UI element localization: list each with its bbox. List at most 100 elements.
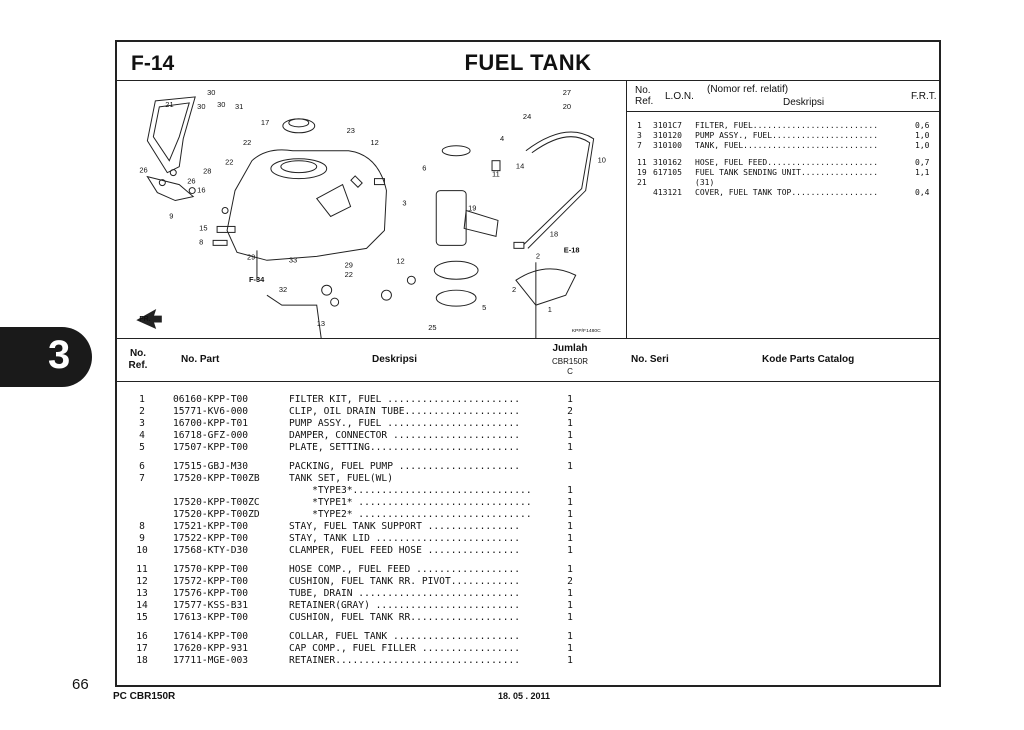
- part-number: 17507-KPP-T00: [173, 442, 249, 453]
- ref-number: 11: [136, 564, 148, 575]
- labor-time-table: No. Ref. L.O.N. (Nomor ref. relatif) Des…: [627, 80, 939, 338]
- fuel-tank-top-cover-shape: [146, 96, 196, 174]
- labor-description: HOSE, FUEL FEED.......................: [695, 158, 879, 167]
- labor-description: FILTER, FUEL..........................: [695, 121, 879, 130]
- lon-code: 413121: [653, 188, 682, 197]
- part-number: 06160-KPP-T00: [173, 394, 249, 405]
- lon-code: 310100: [653, 141, 682, 150]
- header-deskripsi: Deskripsi: [783, 97, 825, 108]
- page-number: 66: [72, 676, 89, 693]
- part-quantity: 2: [567, 576, 573, 587]
- parts-table-row: 17520-KPP-T00ZD *TYPE2* ................…: [117, 509, 939, 521]
- labor-time-header: No. Ref. L.O.N. (Nomor ref. relatif) Des…: [627, 81, 939, 112]
- part-quantity: 1: [567, 485, 573, 496]
- part-quantity: 1: [567, 521, 573, 532]
- part-number: 17577-KSS-B31: [173, 600, 249, 611]
- callout-label: 10: [598, 156, 606, 165]
- callout-label: 15: [199, 223, 207, 232]
- ref-number: 2: [139, 406, 145, 417]
- frt-value: 1,0: [915, 141, 930, 150]
- ref-number: 5: [139, 442, 145, 453]
- part-quantity: 1: [567, 461, 573, 472]
- fuel-tank-drawing: 30 21 30 30 31 17 23 12 27 20 24 22 6 4 …: [136, 88, 606, 338]
- part-description: RETAINER................................: [289, 655, 521, 666]
- fuel-tank-body-shape: [226, 149, 387, 261]
- callout-label: 30: [217, 100, 225, 109]
- part-number: 15771-KV6-000: [173, 406, 249, 417]
- callout-label: 20: [563, 102, 571, 111]
- header-no-ref: No. Ref.: [128, 348, 148, 371]
- part-description: *TYPE2* ..............................: [289, 509, 532, 520]
- parts-table-row: 14 17577-KSS-B31 RETAINER(GRAY) ..........…: [117, 600, 939, 612]
- ref-number: 8: [139, 521, 145, 532]
- part-description: PUMP ASSY., FUEL .......................: [289, 418, 521, 429]
- ref-number: 3: [637, 131, 642, 140]
- part-number: 17522-KPP-T00: [173, 533, 249, 544]
- part-number: 17521-KPP-T00: [173, 521, 249, 532]
- callout-label: F-34: [249, 275, 265, 284]
- callout-label: 31: [235, 102, 243, 111]
- frt-value: 1,1: [915, 168, 930, 177]
- header-frt: F.R.T.: [911, 91, 937, 102]
- callout-label: 30: [197, 102, 205, 111]
- callout-label: 14: [516, 162, 524, 171]
- part-description: CUSHION, FUEL TANK RR. PIVOT............: [289, 576, 521, 587]
- callout-label: 26: [139, 166, 147, 175]
- part-quantity: 1: [567, 509, 573, 520]
- part-quantity: 1: [567, 612, 573, 623]
- footer-model: PC CBR150R: [113, 691, 176, 702]
- part-description: RETAINER(GRAY) .........................: [289, 600, 521, 611]
- figure-code: KPP/F1480C: [572, 328, 601, 334]
- callout-label: 27: [563, 88, 571, 97]
- part-quantity: 1: [567, 631, 573, 642]
- ref-number: 13: [136, 588, 148, 599]
- part-number: 17520-KPP-T00ZC: [173, 497, 260, 508]
- labor-time-row: 21(31): [627, 178, 939, 188]
- part-description: PACKING, FUEL PUMP .....................: [289, 461, 521, 472]
- part-number: 17570-KPP-T00: [173, 564, 249, 575]
- part-quantity: 1: [567, 545, 573, 556]
- part-description: CLAMPER, FUEL FEED HOSE ................: [289, 545, 521, 556]
- ref-number: 1: [139, 394, 145, 405]
- header-no-ref: No. Ref.: [635, 85, 654, 107]
- labor-time-row: 413121 COVER, FUEL TANK TOP..............…: [627, 188, 939, 198]
- part-description: CUSHION, FUEL TANK RR...................: [289, 612, 521, 623]
- part-description: FILTER KIT, FUEL .......................: [289, 394, 521, 405]
- ref-number: 18: [136, 655, 148, 666]
- lon-code: 617105: [653, 168, 682, 177]
- parts-table-header: No. Ref. No. Part Deskripsi Jumlah CBR15…: [117, 338, 939, 382]
- parts-table-row: 17520-KPP-T00ZC *TYPE1* ................…: [117, 497, 939, 509]
- labor-description: (31): [695, 178, 715, 187]
- part-description: STAY, TANK LID .........................: [289, 533, 521, 544]
- section-header: F-14 FUEL TANK: [117, 42, 939, 80]
- callout-label: 23: [347, 126, 355, 135]
- part-quantity: 1: [567, 418, 573, 429]
- callout-label: 25: [428, 323, 436, 332]
- callout-label: 5: [482, 303, 486, 312]
- part-number: 17568-KTY-D30: [173, 545, 249, 556]
- chapter-number: 3: [48, 333, 71, 377]
- part-number: 17613-KPP-T00: [173, 612, 249, 623]
- callout-label: 24: [523, 112, 531, 121]
- labor-description: COVER, FUEL TANK TOP..................: [695, 188, 879, 197]
- ref-number: 16: [136, 631, 148, 642]
- header-no-part: No. Part: [181, 354, 220, 365]
- ref-number: 10: [136, 545, 148, 556]
- lon-code: 310162: [653, 158, 682, 167]
- part-number: 17576-KPP-T00: [173, 588, 249, 599]
- part-description: PLATE, SETTING..........................: [289, 442, 521, 453]
- callout-label: 17: [261, 118, 269, 127]
- ref-number: 14: [136, 600, 148, 611]
- ref-number: 4: [139, 430, 145, 441]
- callout-label: 4: [500, 134, 504, 143]
